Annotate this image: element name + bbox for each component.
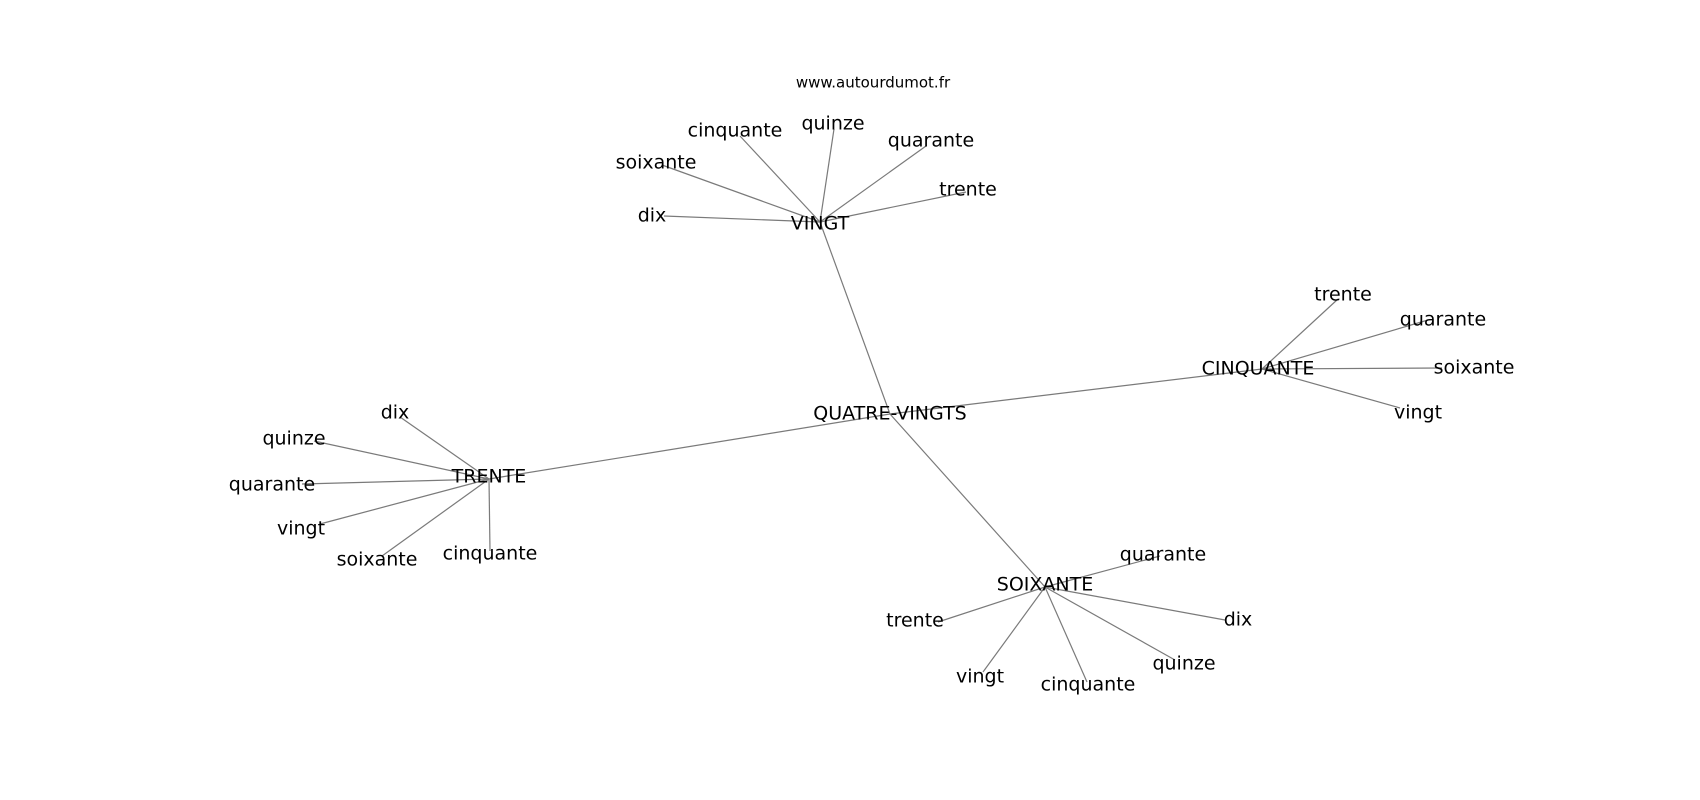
edge-center-trente [488,413,891,480]
edge-center-cinquante [889,368,1263,415]
node-leaf-vingt-quinze[interactable]: quinze [801,113,864,135]
edge-soixante-trente [937,586,1046,623]
node-leaf-vingt-soixante[interactable]: soixante [616,152,697,174]
node-hub-soixante[interactable]: SOIXANTE [997,574,1093,596]
edge-cinquante-vingt [1261,368,1401,409]
node-leaf-cinquante-trente[interactable]: trente [1314,284,1372,306]
node-hub-vingt[interactable]: VINGT [791,213,850,235]
edge-cinquante-trente [1261,298,1339,370]
edge-soixante-cinquante [1044,586,1088,683]
node-leaf-cinquante-soixante[interactable]: soixante [1434,357,1515,379]
node-leaf-soixante-vingt[interactable]: vingt [956,666,1004,688]
edge-soixante-quarante [1044,555,1161,588]
edge-center-soixante [889,413,1046,588]
node-leaf-trente-vingt[interactable]: vingt [277,518,325,540]
edge-trente-cinquante [488,478,491,552]
edge-vingt-dix [663,215,821,223]
edge-soixante-quinze [1044,586,1176,661]
node-leaf-soixante-trente[interactable]: trente [886,610,944,632]
node-leaf-vingt-quarante[interactable]: quarante [888,130,974,152]
edge-vingt-soixante [661,164,821,223]
edge-soixante-vingt [982,586,1046,673]
edge-cinquante-quarante [1261,319,1429,370]
node-leaf-vingt-cinquante[interactable]: cinquante [688,120,783,142]
graph-nodes: QUATRE-VINGTS VINGT dix soixante cinquante qu… [229,113,1515,696]
node-leaf-trente-quinze[interactable]: quinze [262,428,325,450]
node-quatre-vingts[interactable]: QUATRE-VINGTS [813,403,966,425]
watermark-text: www.autourdumot.fr [796,74,951,92]
edge-vingt-cinquante [739,135,821,223]
edge-trente-vingt [319,478,490,525]
node-leaf-trente-quarante[interactable]: quarante [229,474,315,496]
node-leaf-trente-dix[interactable]: dix [381,402,410,424]
edge-trente-quarante [301,478,490,485]
edge-vingt-trente [819,191,967,223]
edge-trente-dix [399,416,490,480]
edge-trente-quinze [313,440,490,480]
node-leaf-trente-soixante[interactable]: soixante [337,549,418,571]
node-leaf-soixante-quinze[interactable]: quinze [1152,653,1215,675]
edge-soixante-dix [1044,586,1226,621]
node-leaf-soixante-cinquante[interactable]: cinquante [1041,674,1136,696]
edge-center-vingt [819,221,891,415]
node-leaf-vingt-trente[interactable]: trente [939,179,997,201]
node-leaf-cinquante-vingt[interactable]: vingt [1394,402,1442,424]
edge-vingt-quarante [819,145,927,223]
node-leaf-vingt-dix[interactable]: dix [638,205,667,227]
edge-cinquante-soixante [1261,367,1443,370]
edge-trente-soixante [381,478,490,557]
node-hub-trente[interactable]: TRENTE [451,466,527,488]
edge-vingt-quinze [819,128,835,223]
node-leaf-soixante-quarante[interactable]: quarante [1120,544,1206,566]
node-leaf-cinquante-quarante[interactable]: quarante [1400,309,1486,331]
node-leaf-trente-cinquante[interactable]: cinquante [443,543,538,565]
node-leaf-soixante-dix[interactable]: dix [1224,609,1253,631]
node-hub-cinquante[interactable]: CINQUANTE [1202,358,1315,380]
graph-edges [301,128,1443,683]
